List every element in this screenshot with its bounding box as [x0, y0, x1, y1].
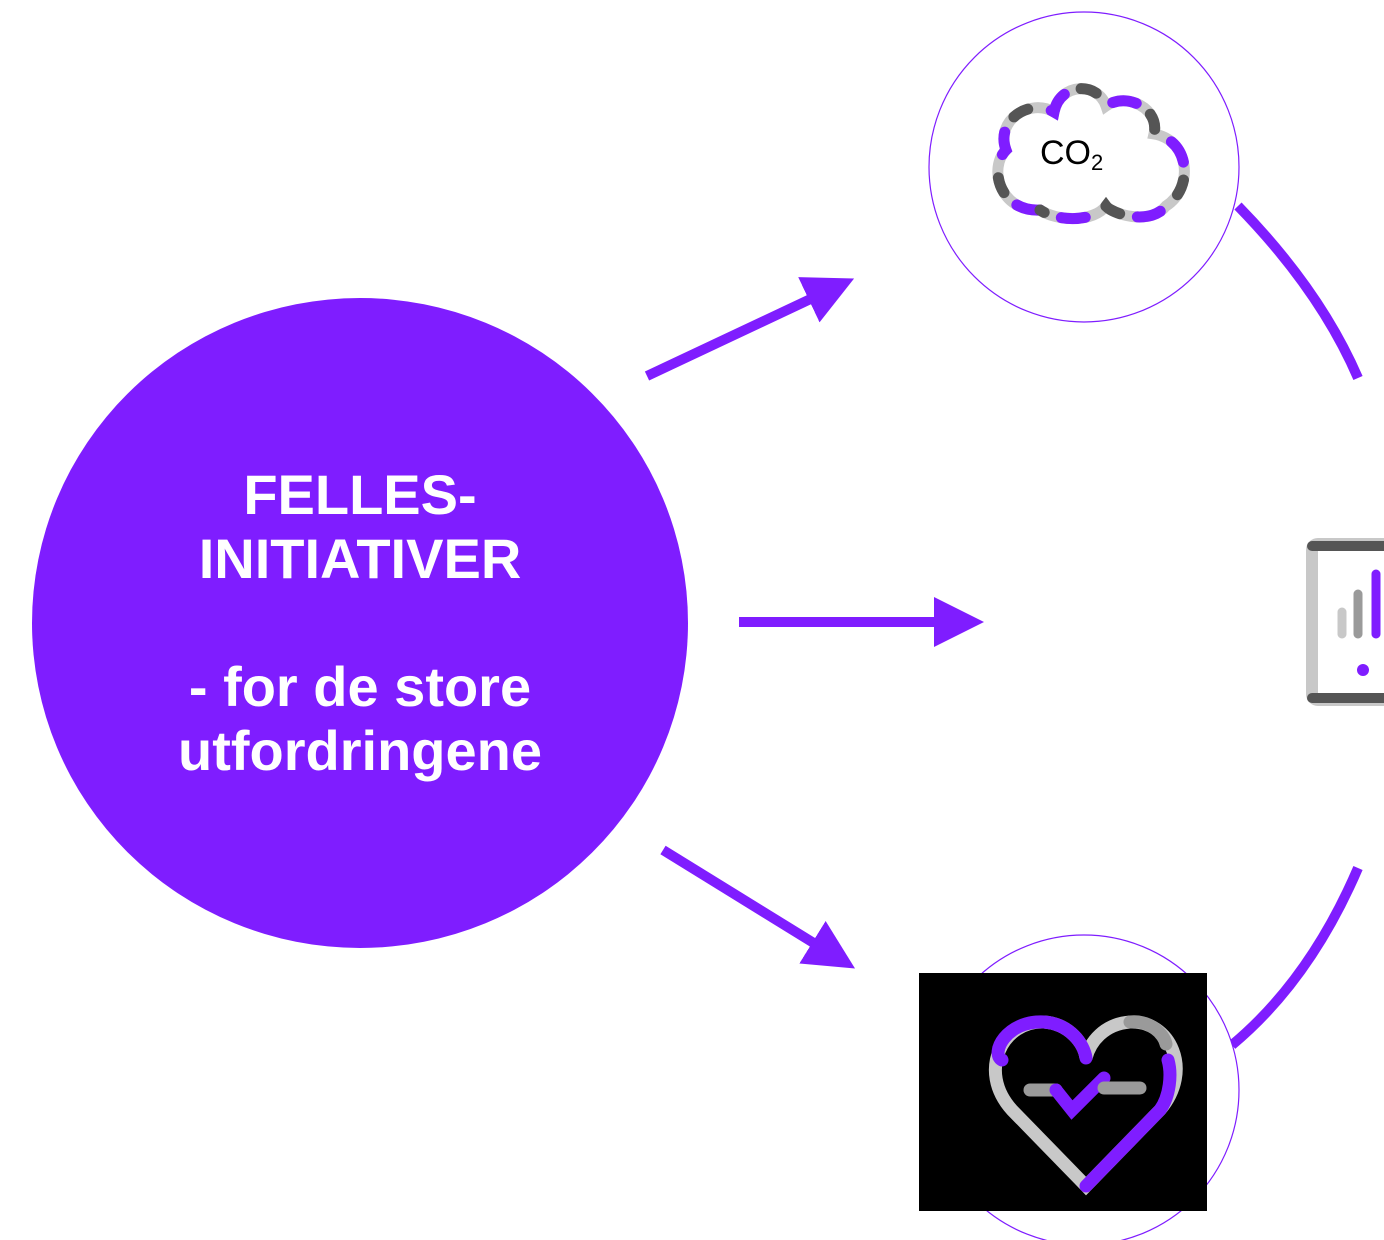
co2-label-subscript: 2 [1091, 150, 1104, 175]
arc-bottom [1228, 866, 1363, 1049]
arc-top [1234, 202, 1363, 380]
co2-label-main: CO [1040, 134, 1091, 172]
dashboard-chart-icon [1306, 538, 1384, 706]
center-subtitle: - for de store utfordringene [178, 655, 542, 782]
center-title: FELLES-INITIATIVER [198, 463, 522, 590]
center-initiative-circle: FELLES-INITIATIVER - for de store utford… [32, 298, 688, 948]
arrow-to-co2 [644, 277, 855, 381]
co2-node-circle [928, 11, 1240, 323]
co2-label: CO2 [1040, 134, 1103, 176]
arrow-to-health [660, 845, 856, 969]
co2-cloud-icon [992, 83, 1190, 225]
heart-pulse-icon [988, 1015, 1183, 1196]
